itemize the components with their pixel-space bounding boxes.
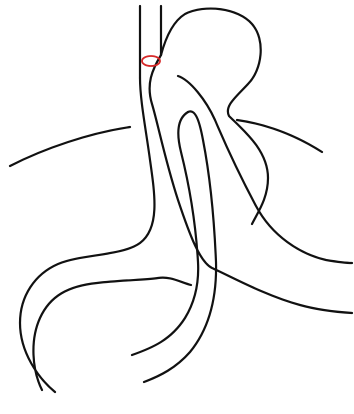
gastric-pouch-outline xyxy=(20,78,154,392)
roux-limb-inner-wall xyxy=(178,76,352,263)
stomach-inner-wall xyxy=(33,278,191,390)
diaphragm-left-arc xyxy=(10,127,130,166)
excluded-stomach-outline xyxy=(161,9,268,224)
roux-limb-outer-wall xyxy=(150,55,352,313)
roux-limb-lumen-left xyxy=(132,112,198,355)
